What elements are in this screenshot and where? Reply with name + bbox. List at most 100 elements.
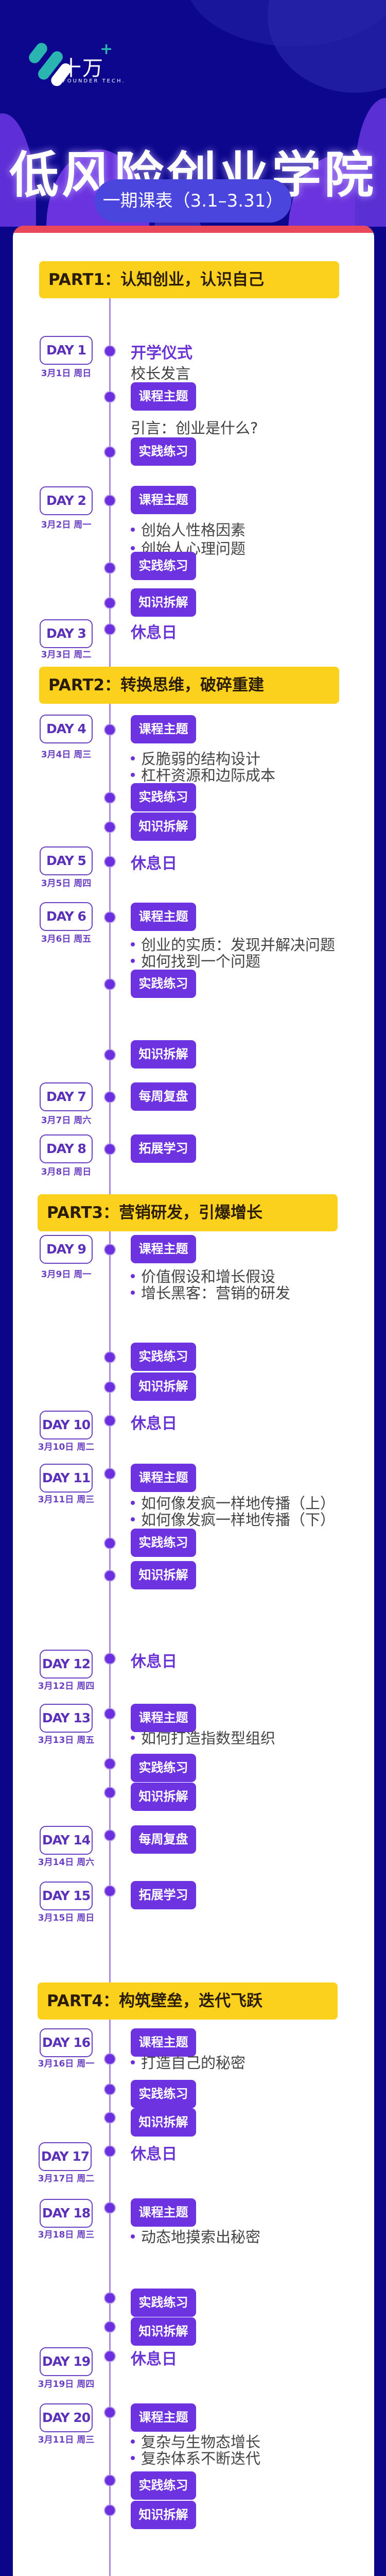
timeline-dot [105, 2322, 115, 2332]
bullet-item: 如何打造指数型组织 [131, 1726, 275, 1748]
day-badge: DAY 11 [40, 1464, 93, 1493]
day-badge: DAY 1 [40, 336, 93, 365]
tag-practice: 实践练习 [131, 2289, 196, 2317]
schedule-subtitle: 一期课表（3.1–3.31） [95, 179, 291, 223]
tag-topic: 课程主题 [131, 1464, 196, 1492]
tag-topic: 课程主题 [131, 2403, 196, 2432]
day-date: 3月18日 周三 [38, 2230, 95, 2240]
timeline-dot [105, 2293, 115, 2303]
opening-ceremony-title: 开学仪式 [131, 344, 192, 362]
tag-knowledge: 知识拆解 [131, 1372, 196, 1401]
tag-knowledge: 知识拆解 [131, 2501, 196, 2529]
timeline-dot [105, 1831, 115, 1840]
timeline-dot [105, 822, 115, 832]
day-badge: DAY 17 [39, 2142, 92, 2171]
tag-knowledge: 知识拆解 [131, 1040, 196, 1069]
tag-practice: 实践练习 [131, 783, 196, 811]
day-badge: DAY 5 [40, 846, 93, 875]
timeline-dot [105, 1571, 115, 1581]
timeline-dot [105, 563, 115, 573]
timeline-dot [105, 857, 115, 867]
timeline-dot [105, 1144, 115, 1154]
day-date: 3月17日 周二 [38, 2174, 95, 2184]
day-badge: DAY 3 [40, 619, 93, 648]
timeline-dot [105, 1788, 115, 1798]
tag-practice: 实践练习 [131, 2080, 196, 2108]
day-badge: DAY 20 [40, 2403, 93, 2432]
day-date: 3月15日 周日 [38, 1913, 95, 1923]
day-date: 3月14日 周六 [38, 1857, 95, 1868]
tag-knowledge: 知识拆解 [131, 588, 196, 617]
day-date: 3月11日 周三 [38, 2435, 95, 2445]
tag-practice: 实践练习 [131, 1529, 196, 1557]
day-badge: DAY 2 [40, 486, 93, 515]
logo-plus-icon: + [100, 40, 113, 58]
day-date: 3月16日 周一 [38, 2059, 95, 2069]
timeline-dot [105, 1050, 115, 1060]
tag-practice: 实践练习 [131, 2471, 196, 2500]
timeline-line [109, 298, 111, 2576]
part-banner-4: PART4：构筑壁垒，迭代飞跃 [38, 1982, 338, 2020]
day-date: 3月10日 周二 [38, 1442, 95, 1452]
timeline-dot [105, 2146, 115, 2156]
rest-day-label: 休息日 [131, 1653, 177, 1671]
bullet-item: 动态地摸索出秘密 [131, 2225, 260, 2247]
timeline-dot [105, 2476, 115, 2485]
tag-weekly-review: 每周复盘 [131, 1825, 196, 1854]
tag-practice: 实践练习 [131, 1343, 196, 1371]
day-date: 3月7日 周六 [41, 1115, 92, 1126]
bullet-item: 创始人性格因素 [131, 518, 245, 540]
day-date: 3月5日 周四 [41, 878, 92, 889]
part-banner-2: PART2：转换思维，破碎重建 [39, 667, 339, 704]
day-date: 3月19日 周四 [38, 2379, 95, 2389]
day-badge: DAY 13 [40, 1704, 93, 1733]
day-badge: DAY 18 [40, 2199, 93, 2228]
timeline-dot [105, 1654, 115, 1664]
bullet-item: 打造自己的秘密 [131, 2051, 245, 2073]
timeline-dot [105, 912, 115, 922]
day-date: 3月2日 周一 [41, 520, 92, 530]
tag-extended-learning: 拓展学习 [131, 1881, 196, 1909]
timeline-dot [105, 2203, 115, 2213]
timeline-dot [105, 1382, 115, 1392]
timeline-dot [105, 2113, 115, 2123]
hero-banner: 十万 + FOUNDER TECH. 低风险创业学院 一期课表（3.1–3.31… [0, 0, 386, 227]
day-badge: DAY 16 [40, 2028, 93, 2057]
tag-knowledge: 知识拆解 [131, 1783, 196, 1811]
day-badge: DAY 12 [40, 1650, 93, 1679]
timeline-dot [105, 1352, 115, 1362]
timeline-dot [105, 346, 115, 356]
tag-topic: 课程主题 [131, 903, 196, 931]
timeline-dot [105, 624, 115, 634]
bullet-item: 如何像发疯一样地传播（下） [131, 1508, 335, 1530]
tag-weekly-review: 每周复盘 [131, 1082, 196, 1111]
timeline-dot [105, 598, 115, 608]
timeline-dot [105, 979, 115, 989]
bullet-item: 如何找到一个问题 [131, 950, 260, 971]
timeline-dot [105, 392, 115, 402]
timeline-dot [105, 2408, 115, 2417]
brand-logo: 十万 + FOUNDER TECH. [23, 37, 124, 89]
day-badge: DAY 9 [40, 1235, 93, 1264]
day-date: 3月11日 周三 [38, 1495, 95, 1505]
timeline-dot [105, 2351, 115, 2361]
bullet-item: 增长黑客：营销的研发 [131, 1281, 290, 1303]
timeline-dot [105, 793, 115, 803]
day-badge: DAY 7 [40, 1082, 93, 1111]
part-banner-3: PART3：营销研发，引爆增长 [38, 1194, 338, 1231]
tag-practice: 实践练习 [131, 970, 196, 998]
plain-text: 校长发言 [131, 365, 191, 382]
tag-practice: 实践练习 [131, 552, 196, 580]
tag-knowledge: 知识拆解 [131, 2317, 196, 2346]
card-top-band [13, 226, 374, 233]
day-badge: DAY 10 [40, 1411, 93, 1439]
logo-brand-text: 十万 [61, 57, 104, 80]
rest-day-label: 休息日 [131, 1415, 177, 1433]
timeline-dot [105, 1416, 115, 1426]
tag-topic: 课程主题 [131, 382, 196, 411]
tag-knowledge: 知识拆解 [131, 1561, 196, 1589]
timeline-dot [105, 725, 115, 735]
timeline-dot [105, 1886, 115, 1896]
tag-practice: 实践练习 [131, 437, 196, 466]
day-badge: DAY 15 [40, 1882, 93, 1910]
